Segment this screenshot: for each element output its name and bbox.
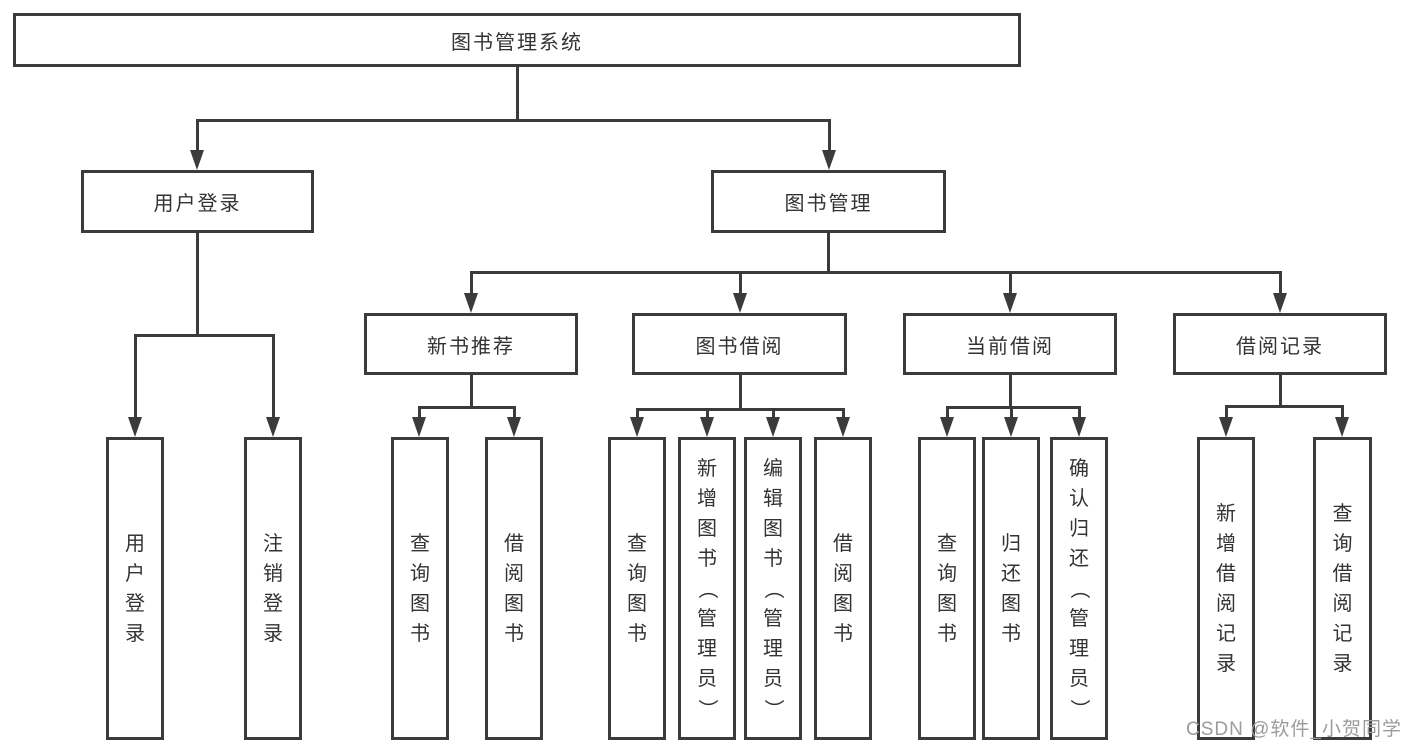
arrow-down [128, 417, 142, 437]
connector-line [1009, 271, 1012, 295]
leaf-br-add-record: 新增借阅记录 [1197, 437, 1255, 740]
connector-line [772, 408, 775, 419]
leaf-nb-borrow-books: 借阅图书 [485, 437, 543, 740]
arrow-down [733, 293, 747, 313]
connector-line [636, 408, 844, 411]
leaf-label: 借阅图书 [833, 532, 853, 645]
node-user-login: 用户登录 [81, 170, 314, 233]
connector-line [196, 119, 830, 122]
arrow-down [266, 417, 280, 437]
connector-line [1279, 271, 1282, 295]
connector-line [196, 119, 199, 152]
connector-line [636, 408, 639, 419]
node-book-borrow: 图书借阅 [632, 313, 847, 375]
connector-line [1078, 406, 1081, 419]
leaf-bb-edit-books-admin: 编辑图书（管理员） [744, 437, 802, 740]
connector-line [418, 406, 421, 419]
arrow-down [1273, 293, 1287, 313]
connector-line [1225, 405, 1343, 408]
leaf-cb-query-books: 查询图书 [918, 437, 976, 740]
connector-line [842, 408, 845, 419]
leaf-bb-borrow-books: 借阅图书 [814, 437, 872, 740]
connector-line [1009, 375, 1012, 409]
connector-line [1010, 406, 1013, 419]
leaf-user-login: 用户登录 [106, 437, 164, 740]
leaf-label: 归还图书 [1001, 532, 1021, 645]
node-library-system: 图书管理系统 [13, 13, 1021, 67]
arrow-down [1072, 417, 1086, 437]
leaf-label: 查询借阅记录 [1332, 502, 1353, 675]
arrow-down [190, 150, 204, 170]
arrow-down [412, 417, 426, 437]
connector-line [739, 375, 742, 411]
leaf-cb-confirm-return-admin: 确认归还（管理员） [1050, 437, 1108, 740]
leaf-label: 确认归还（管理员） [1068, 457, 1090, 719]
leaf-bb-add-books-admin: 新增图书（管理员） [678, 437, 736, 740]
connector-line [470, 375, 473, 409]
arrow-down [1335, 417, 1349, 437]
node-borrow-records: 借阅记录 [1173, 313, 1387, 375]
arrow-down [836, 417, 850, 437]
leaf-label: 查询图书 [410, 532, 430, 645]
leaf-label: 注销登录 [263, 532, 283, 645]
arrow-down [766, 417, 780, 437]
leaf-label: 查询图书 [627, 532, 647, 645]
node-current-borrow: 当前借阅 [903, 313, 1117, 375]
node-book-management: 图书管理 [711, 170, 946, 233]
leaf-label: 用户登录 [125, 532, 145, 645]
watermark: CSDN @软件_小贺同学 [1186, 719, 1402, 740]
leaf-label: 查询图书 [937, 532, 957, 645]
connector-line [513, 406, 516, 419]
leaf-nb-query-books: 查询图书 [391, 437, 449, 740]
arrow-down [630, 417, 644, 437]
leaf-bb-query-books: 查询图书 [608, 437, 666, 740]
node-new-book-recommend: 新书推荐 [364, 313, 578, 375]
connector-line [1225, 405, 1228, 419]
arrow-down [1219, 417, 1233, 437]
arrow-down [700, 417, 714, 437]
arrow-down [507, 417, 521, 437]
connector-line [134, 334, 137, 419]
connector-line [739, 271, 742, 295]
connector-line [470, 271, 1281, 274]
leaf-label: 编辑图书（管理员） [762, 457, 784, 719]
connector-line [470, 271, 473, 295]
arrow-down [464, 293, 478, 313]
connector-line [196, 233, 199, 337]
leaf-cb-return-books: 归还图书 [982, 437, 1040, 740]
arrow-down [822, 150, 836, 170]
arrow-down [1004, 417, 1018, 437]
connector-line [827, 233, 830, 274]
connector-line [516, 67, 519, 120]
connector-line [1279, 375, 1282, 408]
connector-line [134, 334, 274, 337]
leaf-label: 新增图书（管理员） [696, 457, 718, 719]
connector-line [946, 406, 1080, 409]
connector-line [828, 119, 831, 152]
leaf-label: 借阅图书 [504, 532, 524, 645]
arrow-down [1003, 293, 1017, 313]
connector-line [1341, 405, 1344, 419]
connector-line [272, 334, 275, 419]
connector-line [706, 408, 709, 419]
connector-line [418, 406, 515, 409]
arrow-down [940, 417, 954, 437]
connector-line [946, 406, 949, 419]
leaf-logout-login: 注销登录 [244, 437, 302, 740]
leaf-br-query-record: 查询借阅记录 [1313, 437, 1372, 740]
leaf-label: 新增借阅记录 [1216, 502, 1236, 675]
